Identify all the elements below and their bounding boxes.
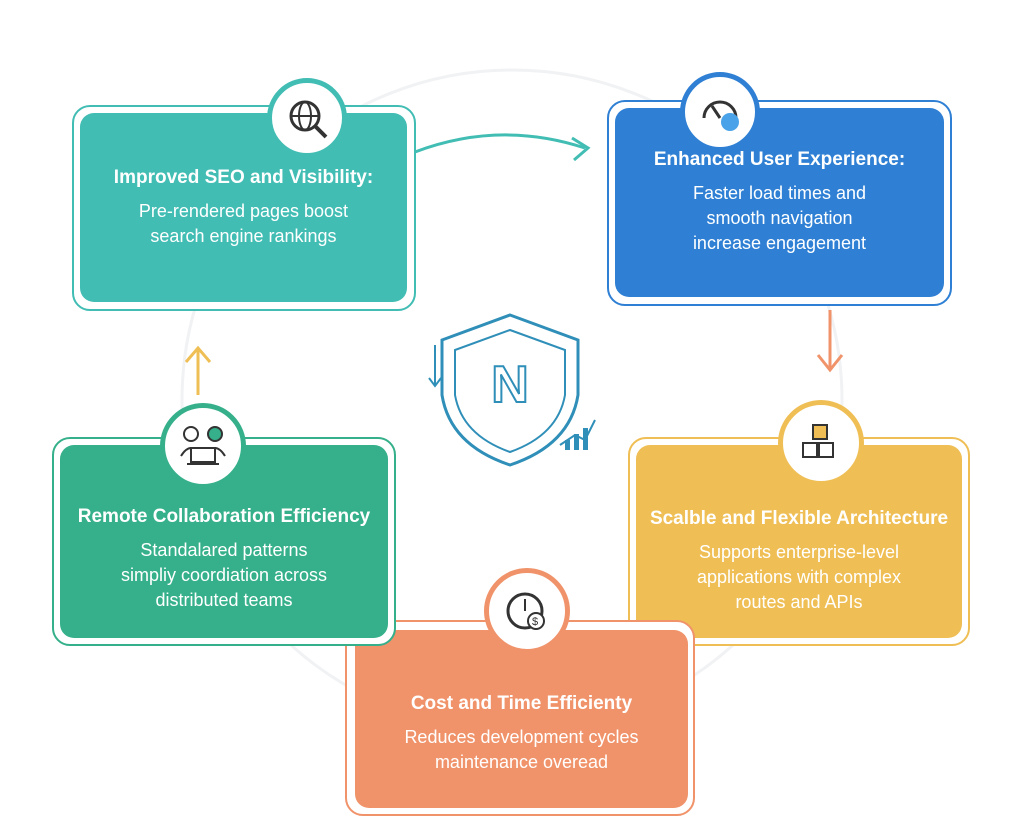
speedometer-smiley-icon [680,72,760,152]
cubes-icon [778,400,864,486]
card-title: Remote Collaboration Efficiency [77,505,371,527]
svg-text:$: $ [532,616,538,628]
card-body: Pre-rendered pages boost search engine r… [138,200,349,246]
card-title: Enhanced User Experience: [653,149,906,170]
card-body: Faster load times and smooth navigation … [692,183,867,253]
card-title: Cost and Time Efficienty [410,693,633,714]
arrow-seo-to-ux [414,133,586,154]
logo-letter: N [490,355,530,415]
seo-card: Improved SEO and Visibility: Pre-rendere… [80,113,407,302]
cost-card: Cost and Time Efficienty Reduces develop… [355,630,688,808]
clock-dollar-icon: $ [484,568,570,654]
card-body: Supports enterprise-level applications w… [696,542,902,612]
search-globe-icon [267,78,347,158]
card-title: Scalble and Flexible Architecture [649,508,949,529]
ux-card: Enhanced User Experience: Faster load ti… [615,108,944,297]
card-body: Reduces development cycles maintenance o… [404,727,639,772]
team-laptop-icon [160,403,246,489]
card-body: Standalared patterns simpliy coordiation… [120,539,328,610]
shield-logo-icon [428,313,596,467]
card-title: Improved SEO and Visibility: [113,166,374,188]
